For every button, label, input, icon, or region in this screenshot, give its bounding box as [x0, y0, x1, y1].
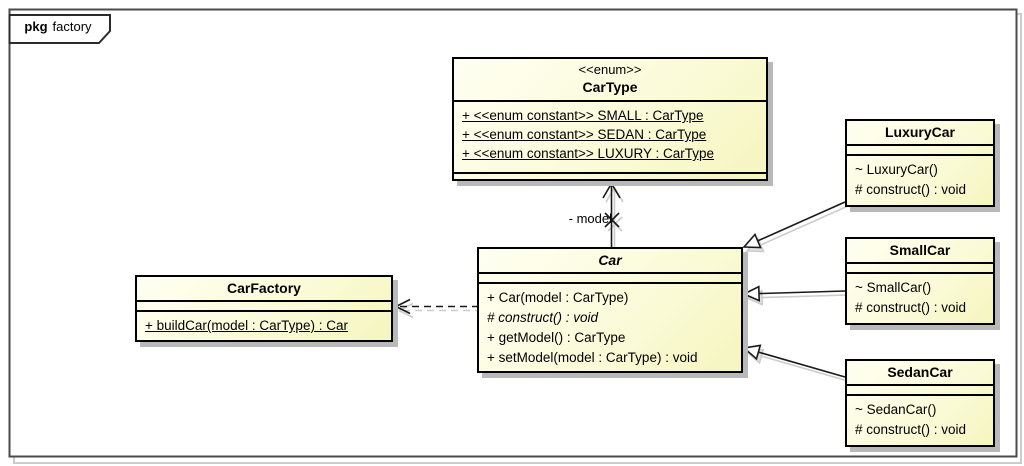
class-name: LuxuryCar — [884, 124, 956, 140]
association-role-label[interactable]: - model — [568, 211, 612, 226]
operations-compartment: + buildCar(model : CarType) : Car — [137, 312, 391, 340]
operation-row[interactable]: # construct() : void — [855, 182, 967, 197]
class-box-carfactory[interactable]: CarFactory + buildCar(model : CarType) :… — [135, 275, 393, 342]
attributes-compartment-empty — [847, 146, 993, 156]
operations-compartment: ~ LuxuryCar() # construct() : void — [847, 156, 993, 205]
hollow-triangle-arrowhead — [742, 233, 762, 249]
open-arrowhead — [395, 298, 411, 315]
class-stereotype: <<enum>> — [578, 62, 642, 77]
class-title-compartment: <<enum>> CarType — [454, 59, 766, 102]
class-name: CarFactory — [227, 280, 301, 296]
attributes-compartment: + <<enum constant>> SMALL : CarType + <<… — [454, 102, 766, 172]
operation-row[interactable]: ~ SmallCar() — [855, 280, 932, 295]
generalization-sedancar-car[interactable] — [742, 344, 846, 378]
operation-row[interactable]: + buildCar(model : CarType) : Car — [145, 318, 348, 333]
attribute-row[interactable]: + <<enum constant>> SMALL : CarType — [462, 108, 704, 123]
association-car-cartype[interactable] — [602, 183, 621, 248]
non-navigable-x-marker — [604, 212, 620, 228]
frame-name-tab — [8, 14, 111, 44]
operations-compartment: ~ SmallCar() # construct() : void — [847, 274, 993, 323]
operations-compartment: + Car(model : CarType) # construct() : v… — [479, 284, 741, 372]
class-title-compartment: LuxuryCar — [847, 121, 993, 146]
class-title-compartment: CarFactory — [137, 277, 391, 302]
frame-tab-label: pkg factory — [10, 19, 106, 34]
operation-row[interactable]: ~ LuxuryCar() — [855, 162, 938, 177]
dependency-car-carfactory[interactable] — [395, 298, 477, 315]
class-box-car[interactable]: Car + Car(model : CarType) # construct()… — [477, 247, 743, 373]
attribute-row[interactable]: + <<enum constant>> LUXURY : CarType — [462, 146, 715, 161]
frame-name: factory — [52, 19, 92, 34]
class-name: Car — [598, 252, 622, 268]
generalization-line[interactable] — [757, 201, 846, 242]
operation-row[interactable]: # construct() : void — [855, 422, 967, 437]
operation-row[interactable]: ~ SedanCar() — [855, 402, 937, 417]
generalization-line[interactable] — [758, 351, 846, 378]
class-box-luxurycar[interactable]: LuxuryCar ~ LuxuryCar() # construct() : … — [845, 119, 995, 207]
class-name: CarType — [582, 79, 638, 95]
generalization-smallcar-car[interactable] — [742, 285, 846, 302]
class-title-compartment: SedanCar — [847, 361, 993, 386]
class-title-compartment: Car — [479, 249, 741, 274]
class-name: SedanCar — [887, 364, 953, 380]
class-title-compartment: SmallCar — [847, 239, 993, 264]
generalization-luxurycar-car[interactable] — [742, 201, 846, 249]
operations-compartment: ~ SedanCar() # construct() : void — [847, 396, 993, 445]
operations-compartment-empty — [454, 172, 766, 179]
operation-row[interactable]: + Car(model : CarType) — [487, 290, 629, 305]
operation-row[interactable]: # construct() : void — [855, 300, 967, 315]
frame-keyword: pkg — [24, 19, 48, 34]
hollow-triangle-arrowhead — [742, 285, 761, 302]
operation-row[interactable]: + getModel() : CarType — [487, 330, 626, 345]
attributes-compartment-empty — [847, 386, 993, 396]
attribute-row[interactable]: + <<enum constant>> SEDAN : CarType — [462, 127, 707, 142]
generalization-line[interactable] — [758, 290, 846, 295]
attributes-compartment-empty — [137, 302, 391, 312]
open-arrowhead — [602, 183, 621, 199]
class-box-cartype[interactable]: <<enum>> CarType + <<enum constant>> SMA… — [452, 57, 768, 181]
class-box-sedancar[interactable]: SedanCar ~ SedanCar() # construct() : vo… — [845, 359, 995, 447]
attributes-compartment-empty — [479, 274, 741, 284]
operation-row[interactable]: + setModel(model : CarType) : void — [487, 350, 698, 365]
attributes-compartment-empty — [847, 264, 993, 274]
class-box-smallcar[interactable]: SmallCar ~ SmallCar() # construct() : vo… — [845, 237, 995, 325]
class-name: SmallCar — [889, 242, 951, 258]
operation-row[interactable]: # construct() : void — [487, 310, 599, 325]
hollow-triangle-arrowhead — [742, 344, 762, 361]
